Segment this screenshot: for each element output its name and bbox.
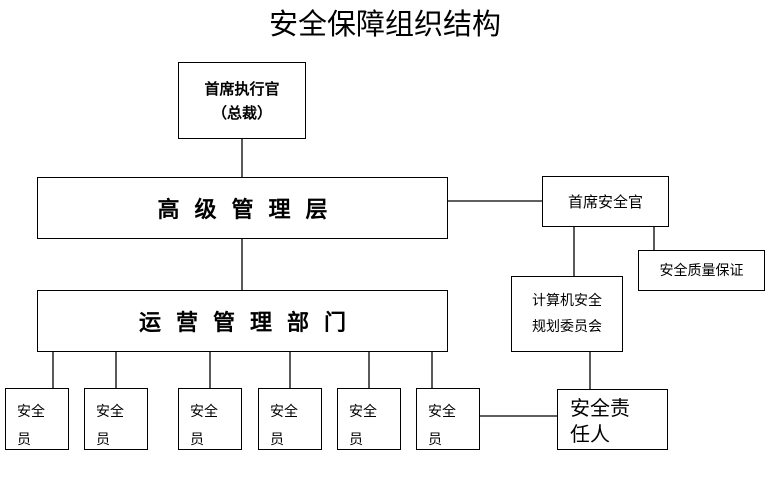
- staff-label: 安全: [17, 404, 45, 420]
- computer-committee-box: 计算机安全 规划委员会: [511, 276, 623, 352]
- staff-box-4: 安全 员: [258, 388, 322, 450]
- ceo-box: 首席执行官 （总裁）: [178, 62, 306, 139]
- cso-box: 首席安全官: [542, 176, 669, 227]
- staff-box-5: 安全 员: [337, 388, 401, 450]
- security-officer-line1: 安全责: [570, 396, 630, 420]
- staff-box-6: 安全 员: [416, 388, 480, 450]
- quality-assurance-box: 安全质量保证: [638, 250, 765, 291]
- staff-label: 安全: [96, 404, 124, 420]
- senior-management-box: 高级管理层: [37, 177, 448, 239]
- staff-label: 安全: [270, 404, 298, 420]
- ceo-label: 首席执行官: [204, 79, 280, 98]
- staff-label-2: 员: [190, 432, 204, 448]
- staff-label: 安全: [190, 404, 218, 420]
- quality-assurance-label: 安全质量保证: [659, 262, 744, 279]
- staff-label-2: 员: [270, 432, 284, 448]
- staff-box-3: 安全 员: [178, 388, 242, 450]
- computer-committee-line1: 计算机安全: [532, 293, 602, 309]
- staff-label: 安全: [428, 404, 456, 420]
- staff-label: 安全: [349, 404, 377, 420]
- staff-label-2: 员: [17, 432, 31, 448]
- diagram-title: 安全保障组织结构: [268, 7, 501, 41]
- operations-dept-box: 运营管理部门: [37, 290, 448, 352]
- cso-label: 首席安全官: [567, 192, 643, 211]
- computer-committee-line2: 规划委员会: [532, 319, 602, 335]
- senior-management-label: 高级管理层: [157, 198, 343, 223]
- ceo-sublabel: （总裁）: [211, 103, 272, 122]
- staff-label-2: 员: [428, 432, 442, 448]
- operations-dept-label: 运营管理部门: [138, 311, 361, 336]
- security-officer-line2: 任人: [570, 422, 610, 446]
- staff-box-1: 安全 员: [5, 388, 69, 450]
- staff-label-2: 员: [96, 432, 110, 448]
- security-officer-box: 安全责 任人: [557, 389, 668, 450]
- staff-box-2: 安全 员: [84, 388, 148, 450]
- staff-label-2: 员: [349, 432, 363, 448]
